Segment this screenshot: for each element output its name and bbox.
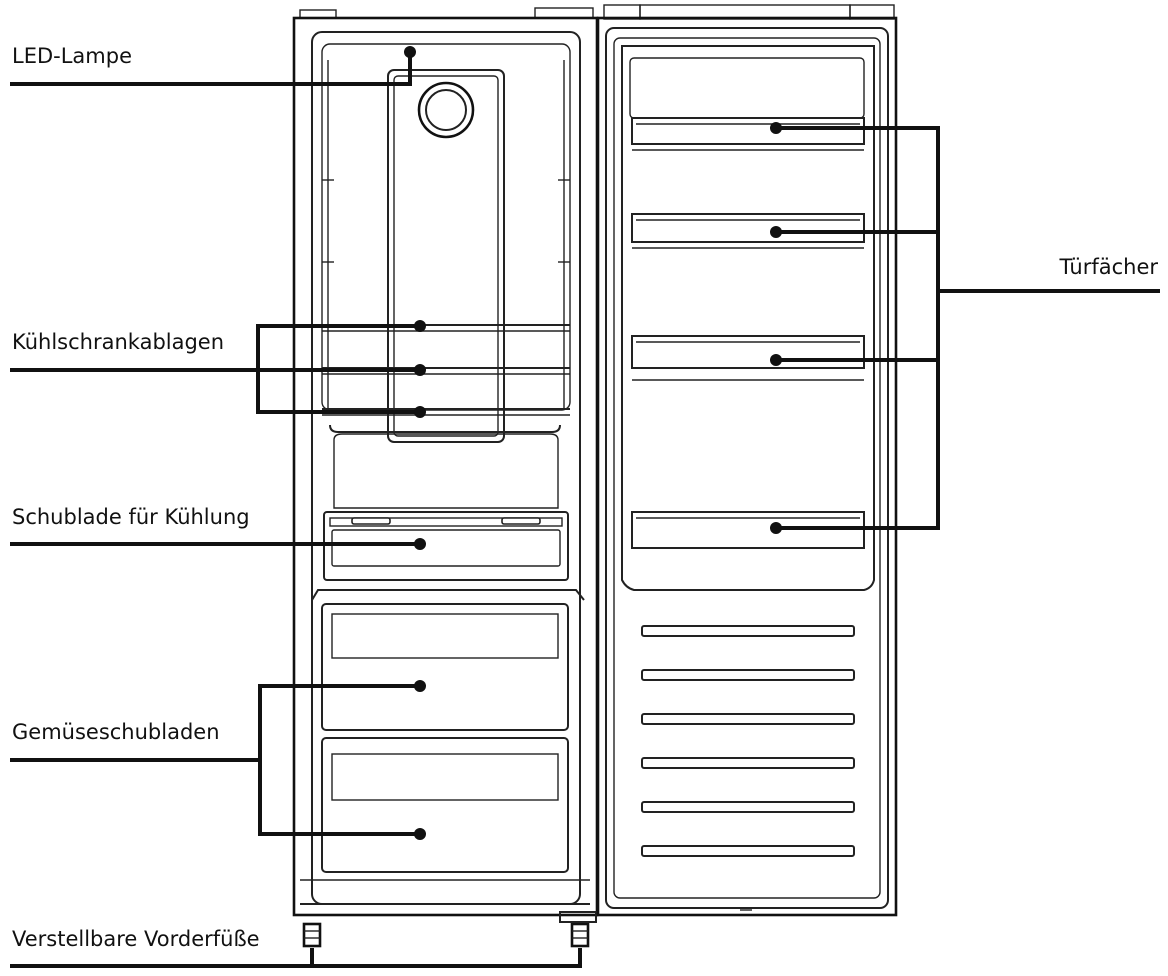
leader-adjustable-feet [10,948,582,968]
leader-door-bins [770,122,1160,534]
label-vegetable-drawers: Gemüseschubladen [12,720,220,744]
label-fridge-shelves: Kühlschrankablagen [12,330,224,354]
leader-fridge-shelves [10,320,426,418]
door-ribs [641,625,855,857]
adjustable-feet [302,911,597,948]
label-adjustable-feet: Verstellbare Vorderfüße [12,927,260,951]
leader-chill-drawer [10,538,426,550]
label-led-lamp: LED-Lampe [12,44,132,68]
air-duct-panel [387,69,505,443]
leader-vegetable-drawers [10,680,426,840]
refrigerator-door [596,4,898,917]
vegetable-drawers [321,603,569,873]
refrigerator-cabinet [292,7,599,948]
label-door-bins: Türfächer [1058,255,1158,279]
leader-led-lamp [10,46,416,86]
label-chill-drawer: Schublade für Kühlung [12,505,250,529]
led-lamp [417,81,475,139]
door-bins [631,117,865,549]
